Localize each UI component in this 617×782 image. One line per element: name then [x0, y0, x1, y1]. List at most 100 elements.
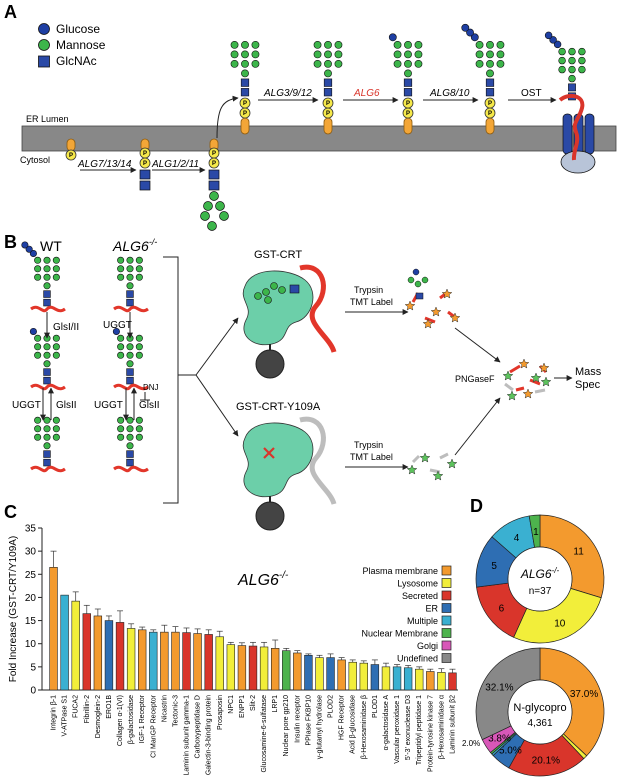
- legend-label: Multiple: [407, 616, 438, 626]
- glsi-ii-label: GlsI/II: [53, 322, 79, 333]
- tmt-label-star: [506, 390, 518, 401]
- mass-spec-label: Mass Spec: [575, 366, 602, 391]
- bar: [359, 662, 368, 691]
- tmt-label-star: [422, 318, 434, 329]
- tmt-label-star: [430, 306, 442, 317]
- bar: [82, 613, 91, 691]
- donut-hole: [507, 546, 573, 612]
- donut-outside-label: 2.0%: [462, 739, 480, 748]
- donut-slice-label: 6: [499, 604, 505, 615]
- step-alg8: ALG8/10: [429, 88, 470, 99]
- x-tick-label: γ-glutamyl hydrolase: [316, 695, 323, 759]
- y109a-peptide-cluster: [411, 452, 449, 474]
- step-alg3: ALG3/9/12: [263, 88, 312, 99]
- legend-swatch: [441, 603, 452, 613]
- glcnac-legend-label: GlcNAc: [56, 54, 97, 68]
- donut-slice-label: 4: [514, 533, 520, 544]
- step-alg1: ALG1/2/11: [151, 159, 199, 170]
- legend-swatch: [441, 590, 452, 601]
- x-tick-label: V-ATPase S1: [62, 695, 69, 737]
- dnj-label: DNJ: [143, 383, 159, 392]
- er-lumen-label: ER Lumen: [26, 114, 69, 124]
- bar: [293, 652, 302, 691]
- x-tick-label: Collagen α-1(VI): [117, 695, 124, 746]
- step-ost: OST: [521, 88, 542, 99]
- bar: [182, 632, 191, 691]
- bar: [415, 668, 424, 691]
- bar: [160, 631, 169, 691]
- mannose-legend-icon: [38, 39, 50, 51]
- panel-a: A Glucose Mannose GlcNAc ER Lumen Cytoso…: [4, 2, 617, 231]
- glycan: [388, 33, 423, 97]
- legend-swatch: [441, 578, 452, 588]
- svg-text:TMT Label: TMT Label: [350, 297, 393, 307]
- gst-crt-protein: [242, 264, 337, 379]
- alg6-glsii-label: GlsII: [139, 400, 160, 411]
- x-tick-label: β-Hexosaminidase β: [361, 695, 368, 759]
- x-tick-label: PLOD2: [328, 695, 335, 718]
- donut-top-n: n=37: [529, 586, 552, 597]
- legend-label: Nuclear Membrane: [361, 629, 438, 639]
- glucose-legend-label: Glucose: [56, 22, 100, 36]
- step-alg7: ALG7/13/14: [77, 159, 132, 170]
- er-membrane: [21, 125, 617, 152]
- bar: [348, 661, 357, 691]
- legend-label: Lysosome: [397, 579, 438, 589]
- panel-b-bracket: [163, 256, 239, 504]
- peptide: [30, 465, 66, 473]
- glucose-legend-icon: [38, 23, 50, 35]
- legend-swatch: [441, 615, 452, 626]
- gst-crt-y109a-label: GST-CRT-Y109A: [236, 401, 321, 413]
- donut-slice-label: 37.0%: [570, 689, 598, 700]
- cytosol-label: Cytosol: [20, 155, 50, 165]
- x-tick-label: Prosaposin: [217, 695, 224, 730]
- bar: [259, 646, 269, 691]
- bar: [315, 657, 324, 691]
- svg-text:P: P: [69, 153, 73, 159]
- bar: [149, 631, 158, 691]
- tmt-label-star: [540, 376, 552, 387]
- peptide: [30, 305, 66, 313]
- donut-top-center-label: ALG6-/-: [520, 566, 560, 581]
- x-tick-label: Nicastrin: [161, 695, 168, 722]
- bar: [403, 667, 413, 691]
- svg-text:P: P: [243, 111, 247, 117]
- x-tick-label: Desmoglein-2: [95, 695, 102, 738]
- cytosolic-glycans: [139, 169, 229, 231]
- bar: [270, 648, 280, 691]
- y-tick-label: 30: [25, 547, 37, 558]
- y-axis-label: Fold Increase (GST-CRT/Y109A): [8, 536, 19, 683]
- x-tick-label: Tripeptidyl peptidase 1: [416, 695, 423, 765]
- tmt-label-star: [449, 312, 461, 323]
- x-tick-label: Laminin subunit β2: [449, 695, 456, 754]
- bar: [448, 672, 457, 691]
- lumenal-glycans: [230, 23, 586, 101]
- donut-bottom-center-label: N-glycopro: [513, 702, 566, 714]
- svg-text:Trypsin: Trypsin: [354, 440, 383, 450]
- svg-text:P: P: [406, 101, 410, 107]
- legend-swatch: [441, 653, 452, 663]
- legend-label: Golgi: [417, 641, 438, 651]
- tmt-label-star: [538, 362, 550, 373]
- wt-label: WT: [40, 238, 62, 254]
- peptide: [113, 305, 149, 313]
- legend-label: ER: [425, 604, 438, 614]
- trypsin-arrows: [345, 309, 573, 470]
- y-tick-label: 20: [25, 593, 37, 604]
- tmt-label-star: [406, 464, 418, 475]
- svg-text:Mass: Mass: [575, 366, 602, 378]
- wt-cycle-arrows: [40, 312, 150, 421]
- trypsin-labels: Trypsin TMT Label Trypsin TMT Label PNGa…: [350, 285, 495, 462]
- ost-complex: [558, 93, 596, 174]
- tmt-label-star: [446, 458, 458, 469]
- alg6-label: ALG6-/-: [112, 237, 157, 254]
- bar: [71, 600, 80, 691]
- merged-peptide-cluster: [504, 364, 548, 394]
- donut-slice-label: 32.1%: [485, 682, 513, 693]
- x-tick-label: Laminin subunit gamma-1: [184, 695, 191, 776]
- svg-text:TMT Label: TMT Label: [350, 452, 393, 462]
- bar: [49, 567, 58, 691]
- glycan: [313, 40, 343, 97]
